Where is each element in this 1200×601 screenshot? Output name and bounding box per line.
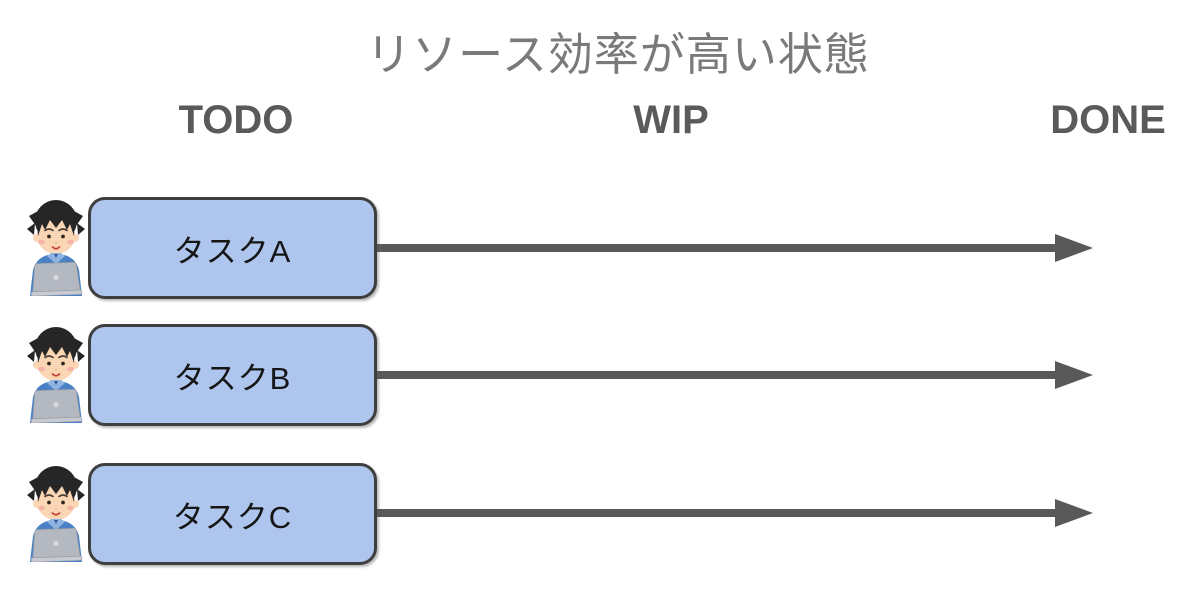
task-label: タスクC xyxy=(172,499,293,535)
task-card-a: タスクA xyxy=(88,197,377,299)
column-header-todo: TODO xyxy=(178,98,294,142)
column-header-wip: WIP xyxy=(633,98,709,142)
arrow-right-icon xyxy=(377,497,1093,529)
arrow-right-icon xyxy=(377,359,1093,391)
task-label: タスクA xyxy=(173,233,292,269)
task-label: タスクB xyxy=(173,360,292,396)
task-card-b: タスクB xyxy=(88,324,377,426)
column-header-done: DONE xyxy=(1050,98,1166,142)
diagram-title: リソース効率が高い状態 xyxy=(366,29,870,80)
task-row-b: タスクB xyxy=(0,323,1200,427)
person-with-laptop-icon xyxy=(25,196,87,296)
task-card-c: タスクC xyxy=(88,463,377,565)
task-row-a: タスクA xyxy=(0,196,1200,300)
person-with-laptop-icon xyxy=(25,462,87,562)
person-with-laptop-icon xyxy=(25,323,87,423)
arrow-right-icon xyxy=(377,232,1093,264)
task-row-c: タスクC xyxy=(0,462,1200,566)
